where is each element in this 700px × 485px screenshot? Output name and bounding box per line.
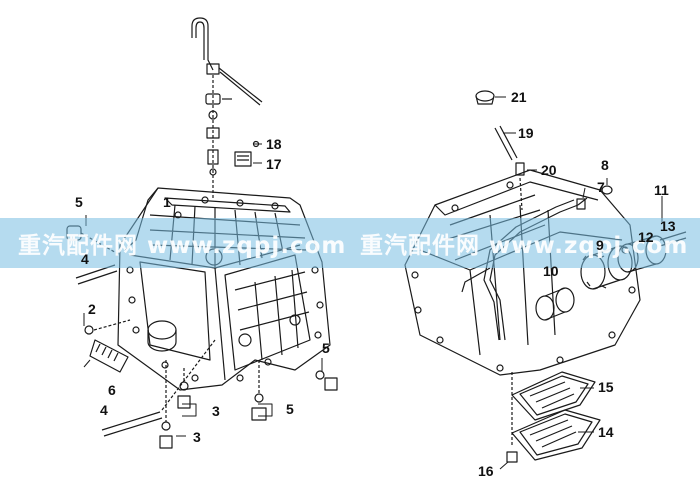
callout-2: 2: [88, 301, 96, 317]
callout-7: 7: [597, 179, 605, 195]
callout-19: 19: [518, 125, 534, 141]
callout-11: 11: [654, 182, 669, 198]
callout-3a: 3: [212, 403, 220, 419]
callout-18: 18: [266, 136, 282, 152]
watermark-banner: [0, 218, 700, 268]
callout-20: 20: [541, 162, 557, 178]
callout-15: 15: [598, 379, 614, 395]
callout-9: 9: [596, 237, 604, 253]
callout-4b: 4: [100, 402, 108, 418]
left-gearbox-housing: [117, 187, 331, 391]
breather-pipe: [191, 17, 263, 200]
callout-3b: 3: [193, 429, 201, 445]
callout-1: 1: [163, 194, 171, 210]
callout-16: 16: [478, 463, 494, 479]
callout-6: 6: [108, 382, 116, 398]
callout-5a: 5: [75, 194, 83, 210]
callout-17: 17: [266, 156, 282, 172]
callout-4a: 4: [81, 251, 89, 267]
watermark-text-left: 重汽配件网 www.zqpj.com: [18, 233, 347, 259]
right-covers: [506, 371, 601, 463]
callout-8: 8: [601, 157, 609, 173]
callout-10: 10: [543, 263, 559, 279]
callout-21: 21: [511, 89, 527, 105]
callout-5c: 5: [286, 401, 294, 417]
watermark-text-right: 重汽配件网 www.zqpj.com: [360, 233, 689, 259]
callout-13: 13: [660, 218, 676, 234]
callout-12: 12: [638, 229, 654, 245]
callout-5b: 5: [322, 340, 330, 356]
callout-14: 14: [598, 424, 614, 440]
